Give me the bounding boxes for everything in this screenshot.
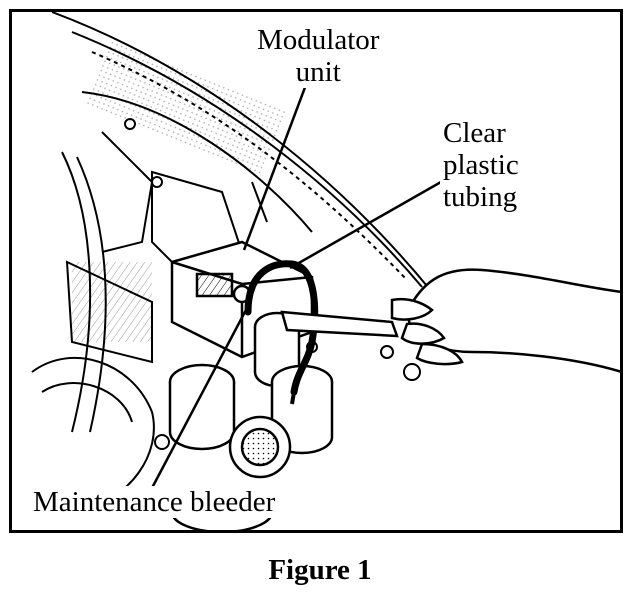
engine-bay-illustration: [31, 12, 620, 530]
maintenance-bleeder-label: Maintenance bleeder: [30, 486, 279, 518]
figure-caption: Figure 1: [268, 554, 372, 586]
modulator-unit-label: Modulator unit: [254, 24, 383, 88]
modulator-label-line1: Modulator: [257, 24, 380, 56]
tubing-label-line1: Clear: [443, 117, 506, 149]
clear-plastic-tubing: [244, 260, 319, 396]
clear-plastic-tubing-label: Clear plastic tubing: [440, 117, 522, 213]
tubing-label-line3: tubing: [443, 181, 518, 213]
tubing-label-line2: plastic: [443, 149, 519, 181]
figure-frame: Modulator unit Clear plastic tubing Main…: [9, 9, 623, 533]
modulator-label-line2: unit: [295, 56, 341, 88]
hand-with-wrench: [280, 268, 620, 373]
leader-lines: [150, 81, 463, 489]
